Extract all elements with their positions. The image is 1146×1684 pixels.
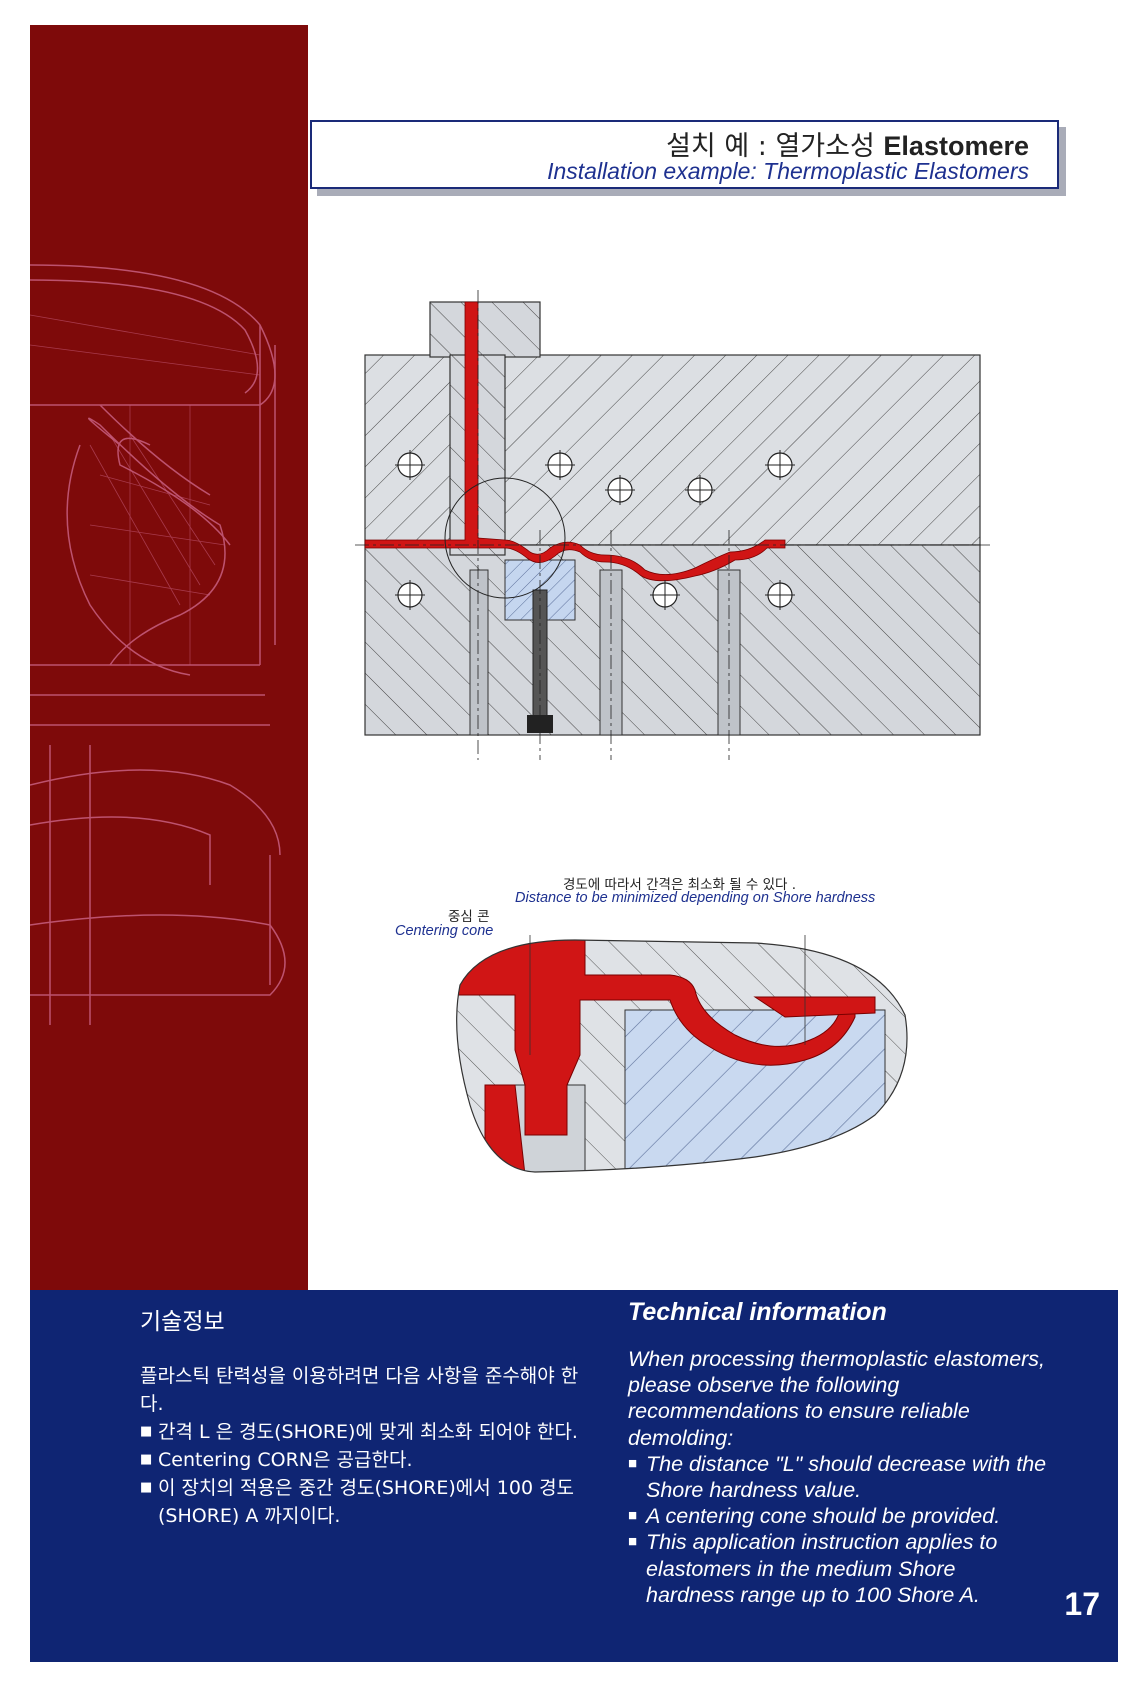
sidebar-decoration: [30, 25, 308, 1290]
korean-body: 플라스틱 탄력성을 이용하려면 다음 사항을 준수해야 한다. ■간격 L 은 …: [140, 1362, 580, 1530]
bullet-square-icon: ■: [628, 1454, 638, 1472]
bullet-square-icon: ■: [628, 1507, 638, 1525]
korean-heading: 기술정보: [140, 1309, 225, 1335]
cone-label-korean: 중심 콘: [448, 909, 490, 925]
bullet-square-icon: ■: [140, 1480, 153, 1495]
wireframe-illustration: [30, 264, 286, 1025]
korean-bullet: ■이 장치의 적용은 중간 경도(SHORE)에서 100 경도(SHORE) …: [140, 1474, 580, 1530]
bullet-square-icon: ■: [628, 1533, 638, 1551]
page-number: 17: [1064, 1586, 1100, 1622]
bullet-square-icon: ■: [140, 1424, 153, 1439]
english-bullet: ■This application instruction applies to…: [628, 1530, 998, 1607]
technical-info-panel: 기술정보 플라스틱 탄력성을 이용하려면 다음 사항을 준수해야 한다. ■간격…: [30, 1290, 1118, 1662]
cone-label-english: Centering cone: [395, 923, 494, 939]
english-bullet: ■The distance "L" should decrease with t…: [628, 1451, 1047, 1503]
detail-view-diagram: [456, 935, 908, 1173]
title-english: Installation example: Thermoplastic Elas…: [547, 158, 1029, 184]
distance-label-korean: 경도에 따라서 간격은 최소화 될 수 있다 .: [563, 877, 797, 893]
english-heading: Technical information: [628, 1298, 887, 1326]
title-box: 설치 예 : 열가소성 Elastomere Installation exam…: [310, 120, 1059, 189]
korean-bullet: ■간격 L 은 경도(SHORE)에 맞게 최소화 되어야 한다.: [140, 1418, 580, 1446]
korean-intro: 플라스틱 탄력성을 이용하려면 다음 사항을 준수해야 한다.: [140, 1365, 579, 1415]
distance-label-english: Distance to be minimized depending on Sh…: [515, 890, 876, 906]
english-bullet: ■A centering cone should be provided.: [628, 1504, 1001, 1529]
bullet-square-icon: ■: [140, 1452, 153, 1467]
mold-cross-section-diagram: [355, 290, 990, 760]
title-korean: 설치 예 : 열가소성 Elastomere: [666, 131, 1029, 162]
korean-bullet: ■Centering CORN은 공급한다.: [140, 1446, 580, 1474]
english-body: When processing thermoplastic elastomers…: [628, 1346, 1048, 1608]
english-intro: When processing thermoplastic elastomers…: [628, 1347, 1046, 1450]
